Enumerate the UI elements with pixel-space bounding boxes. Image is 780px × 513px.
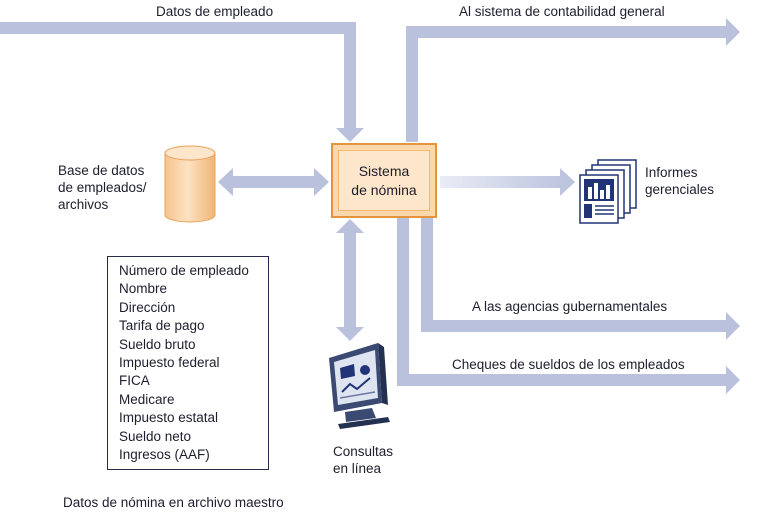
system-label-line-1: Sistema [358,162,410,179]
reports-label-line-1: Informes [645,165,698,180]
field-item: Impuesto estatal [119,410,219,426]
master-file-caption: Datos de nómina en archivo maestro [63,495,284,510]
database-link-arrow [218,168,329,196]
checks-label: Cheques de sueldos de los empleados [452,357,685,372]
inquiries-label-line-1: Consultas [333,444,394,459]
reports-arrow [440,168,575,196]
field-item: Impuesto federal [119,355,220,371]
database-label-line-3: archivos [58,197,109,212]
database-label-line-1: Base de datos [58,163,145,178]
payroll-system-box: Sistema de nómina [331,143,437,218]
master-file-fields-box: Número de empleado Nombre Dirección Tari… [107,256,269,470]
reports-label-line-2: gerenciales [645,182,715,197]
reports-label: Informes gerenciales [645,164,714,198]
checks-arrow [397,218,740,394]
employee-data-label: Datos de empleado [156,4,274,19]
computer-monitor-icon [329,343,390,429]
database-label-line-2: de empleados/ [58,180,147,195]
inquiry-link-arrow [336,219,364,341]
database-cylinder-icon [164,145,216,223]
field-item: Número de empleado [119,263,249,278]
database-label: Base de datos de empleados/ archivos [58,162,147,213]
field-item: Medicare [119,391,175,407]
inquiries-label-line-2: en línea [333,461,382,476]
reports-documents-icon [579,159,637,224]
field-item: FICA [119,373,150,389]
field-item: Dirección [119,299,176,315]
agencies-arrow [421,218,740,340]
system-label-line-2: de nómina [351,181,417,198]
field-item: Tarifa de pago [119,318,205,334]
agencies-label: A las agencias gubernamentales [472,299,668,314]
field-item: Ingresos (AAF) [119,447,210,463]
accounting-arrow [406,18,740,142]
inquiries-label: Consultas en línea [333,443,393,477]
field-item: Sueldo bruto [119,336,196,352]
employee-data-arrow [0,22,364,142]
field-item: Nombre [119,281,168,297]
field-item: Sueldo neto [119,428,192,444]
payroll-system-inner-frame [338,150,430,211]
accounting-label: Al sistema de contabilidad general [459,4,665,19]
